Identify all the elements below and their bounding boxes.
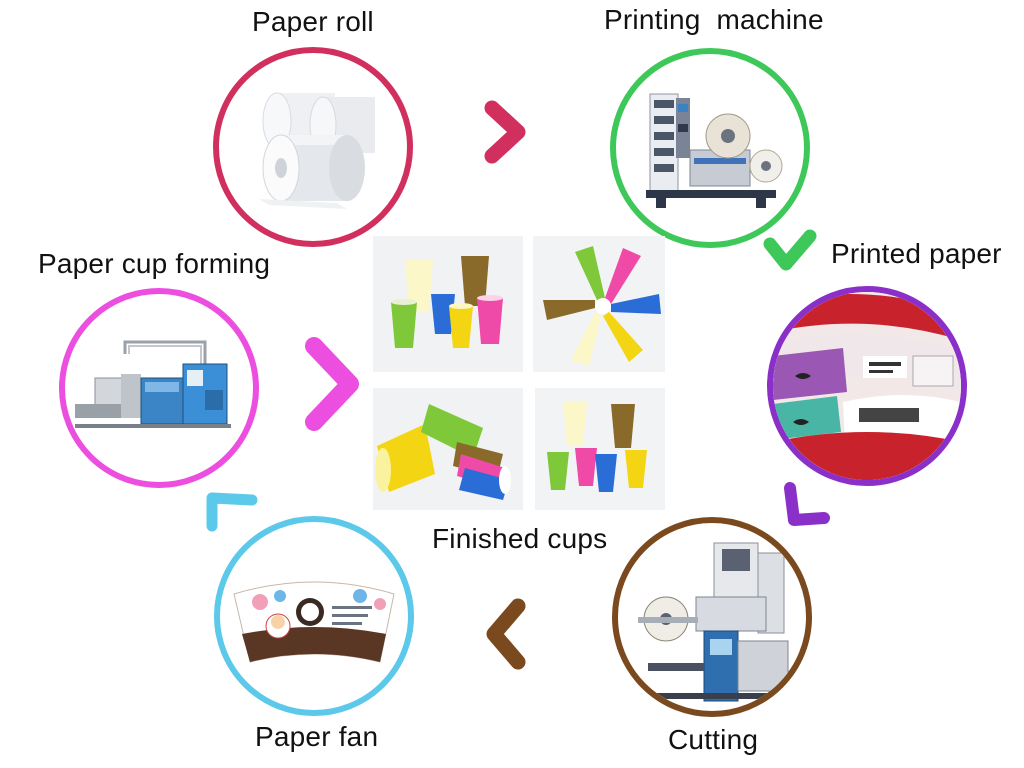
printing-machine-ring	[610, 48, 810, 248]
printing-machine-label: Printing machine	[604, 4, 824, 35]
cup-forming-ring	[59, 288, 259, 488]
printed-paper-ring	[767, 286, 967, 486]
printing-machine-icon	[646, 93, 783, 208]
paper-cup-forming-label: Paper cup forming	[38, 248, 271, 279]
fan-to-forming-arrow	[206, 492, 258, 532]
die-cutting-machine-icon	[638, 542, 789, 702]
cup-forming-machine-icon	[75, 340, 231, 428]
printed-paper-label: Printed paper	[831, 238, 1002, 269]
printing-to-printed-arrow	[763, 229, 817, 271]
finished-cups-label: Finished cups	[432, 523, 608, 554]
roll-to-printing-arrow	[484, 100, 526, 164]
paper-roll-label: Paper roll	[252, 6, 374, 37]
fanned-cups-photo	[533, 236, 665, 372]
cutting-to-fan-arrow	[486, 598, 526, 670]
paper-fan-label: Paper fan	[255, 721, 379, 752]
paper-roll-ring	[213, 47, 413, 247]
cutting-ring	[612, 517, 812, 717]
forming-to-cups-arrow	[305, 337, 359, 431]
printed-paper-icon	[773, 292, 961, 480]
stacked-cups-side-photo	[373, 388, 523, 510]
paper-roll-icon	[259, 92, 375, 209]
paper-fan-icon	[233, 581, 395, 663]
paper-fan-ring	[214, 516, 414, 716]
standing-cups-photo	[373, 236, 523, 372]
printed-to-cutting-arrow	[784, 482, 830, 526]
standing-cups-2-photo	[535, 388, 665, 510]
cutting-label: Cutting	[668, 724, 759, 755]
